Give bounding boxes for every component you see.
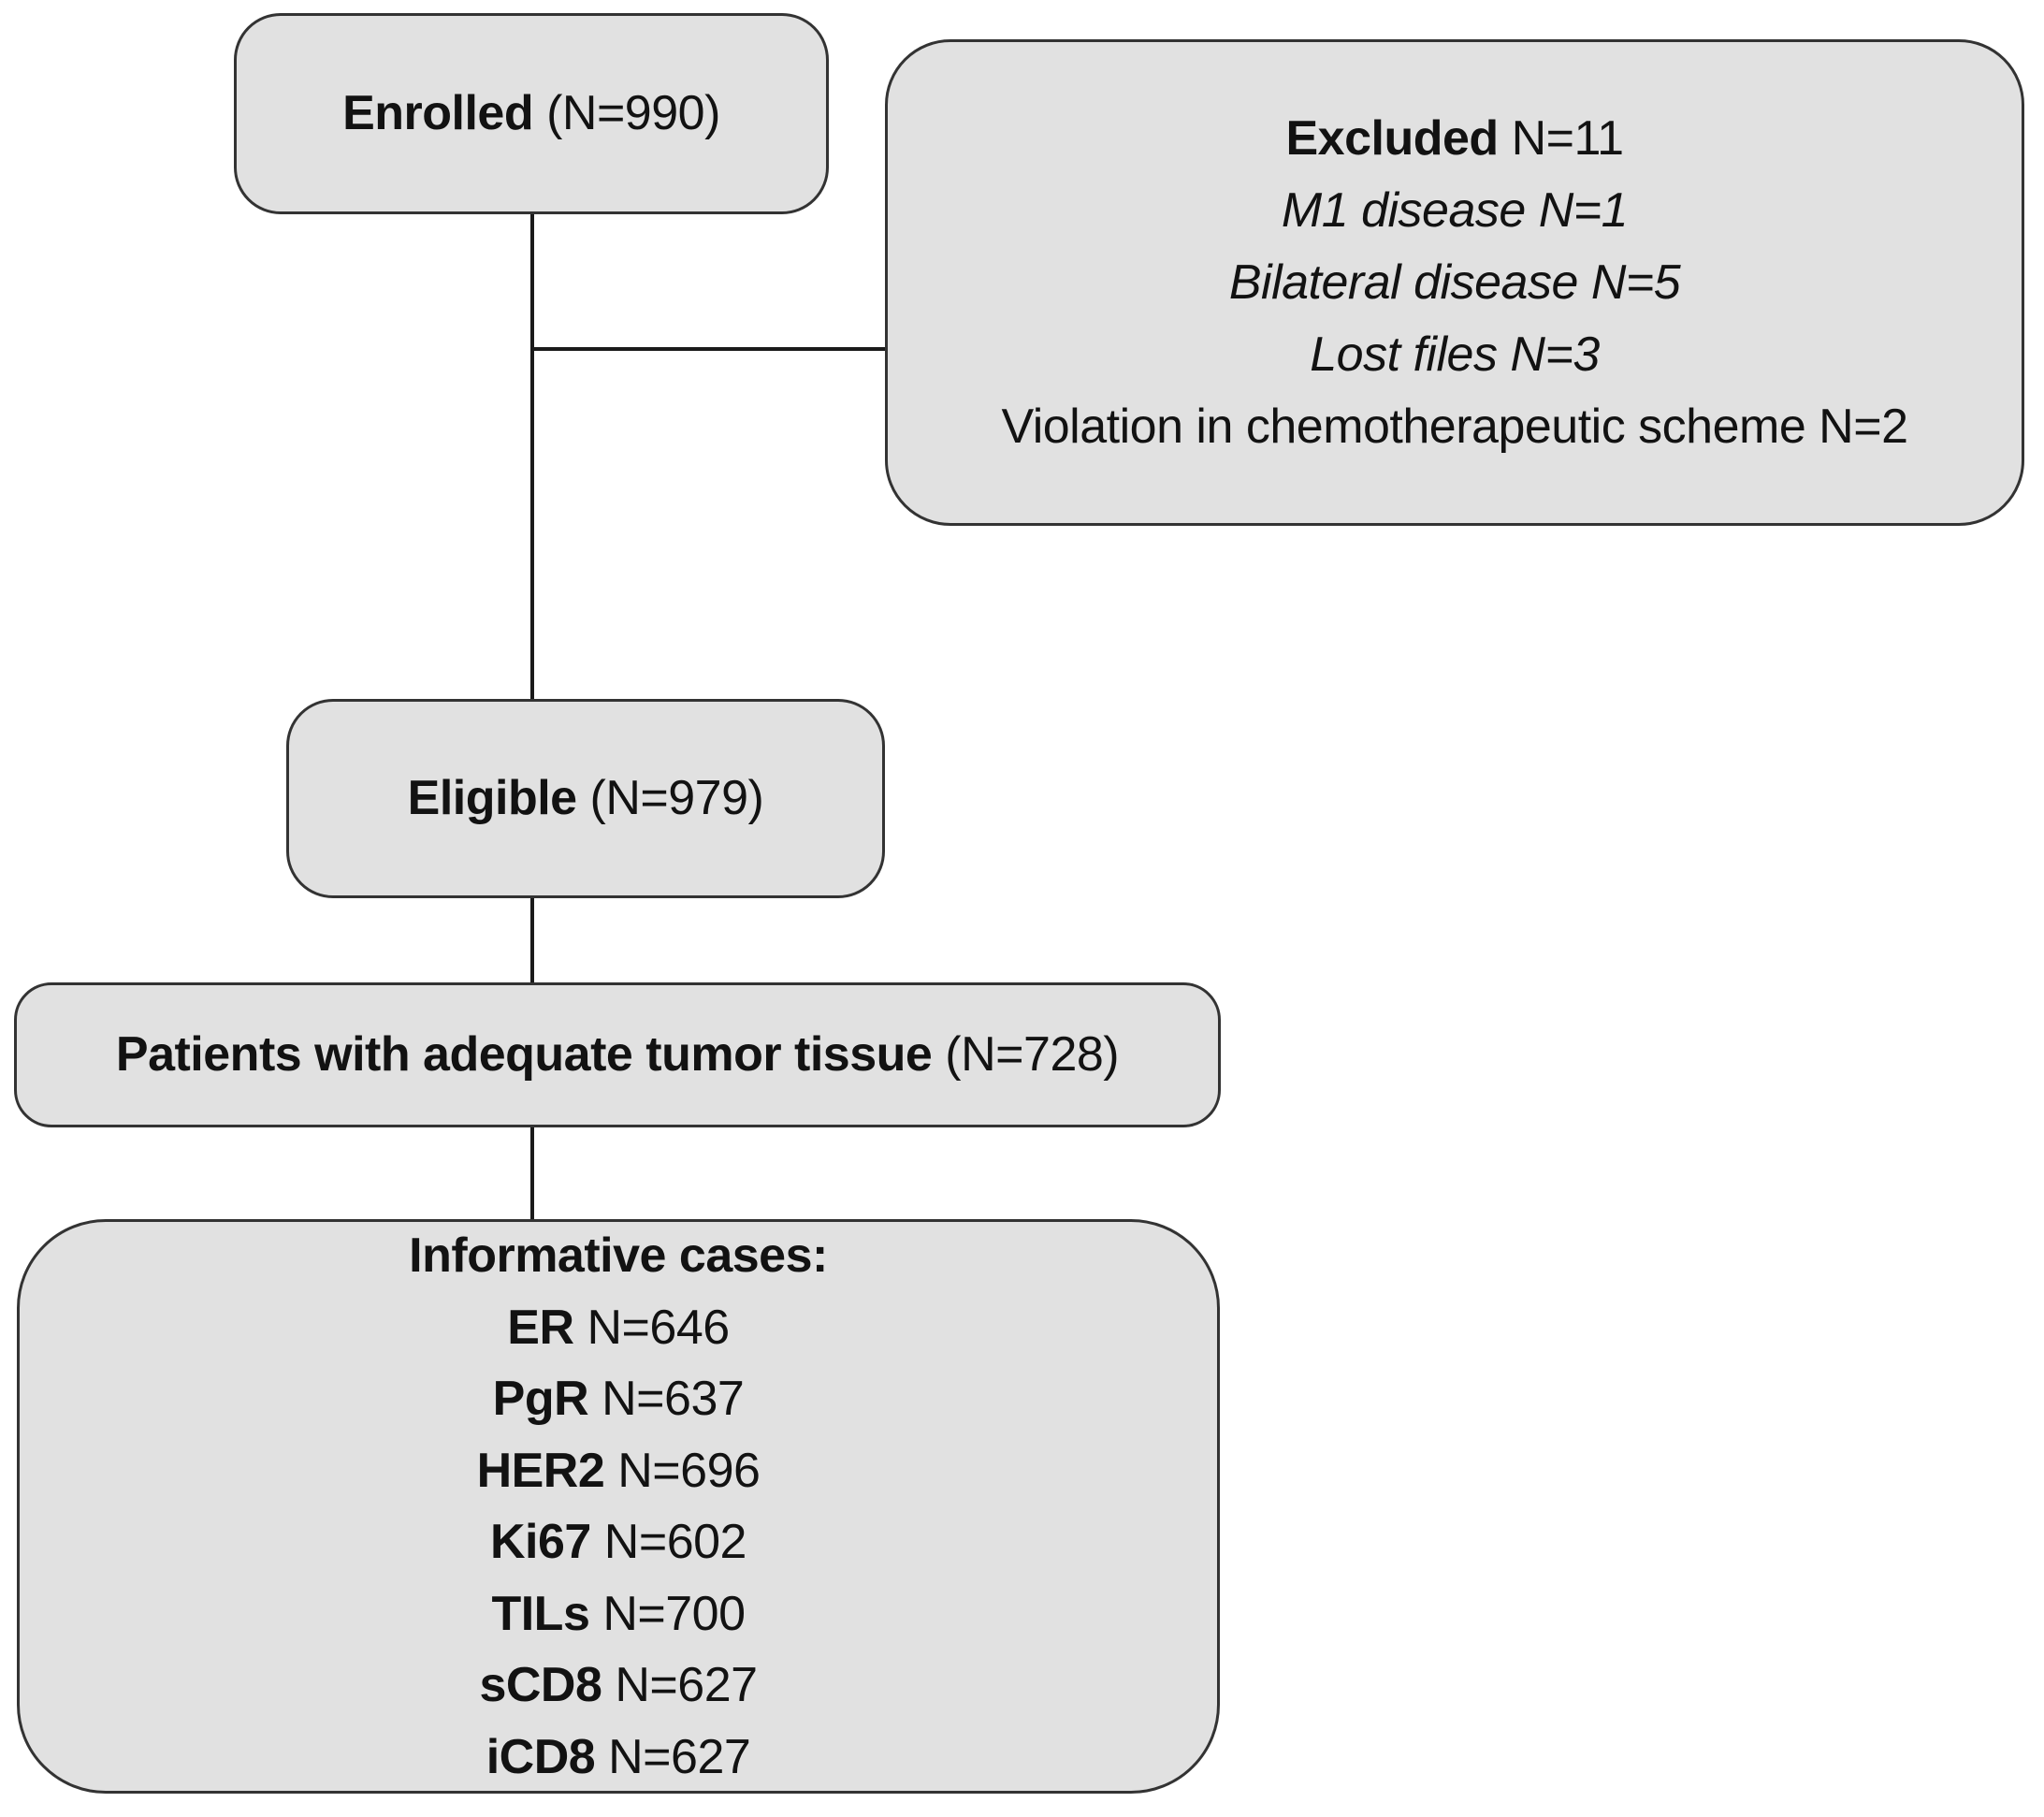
informative-item-scd8-count: N=627: [602, 1658, 758, 1712]
informative-item-ki67-marker: Ki67: [490, 1515, 591, 1569]
connector-eligible-to-adequate: [530, 896, 534, 984]
eligible-box: Eligible (N=979): [286, 699, 885, 898]
informative-item-ki67-count: N=602: [590, 1515, 747, 1569]
informative-item-her2-marker: HER2: [476, 1443, 605, 1498]
informative-item-icd8-marker: iCD8: [486, 1729, 596, 1784]
informative-item-pgr: PgR N=637: [493, 1363, 745, 1435]
informative-item-er-count: N=646: [573, 1300, 730, 1355]
informative-item-pgr-marker: PgR: [492, 1372, 589, 1426]
informative-item-pgr-count: N=637: [588, 1372, 745, 1426]
excluded-title: Excluded N=11: [1285, 103, 1624, 175]
informative-item-ki67: Ki67 N=602: [490, 1506, 747, 1578]
excluded-title-bold: Excluded: [1285, 110, 1499, 166]
informative-item-scd8-marker: sCD8: [479, 1658, 602, 1712]
informative-item-tils-count: N=700: [589, 1586, 746, 1641]
excluded-reason-violation: Violation in chemotherapeutic scheme N=2: [1001, 399, 1908, 454]
enrolled-label-bold: Enrolled: [342, 86, 534, 141]
adequate-tissue-box: Patients with adequate tumor tissue (N=7…: [14, 982, 1221, 1127]
excluded-reason-m1: M1 disease N=1: [1281, 182, 1629, 238]
informative-item-er-marker: ER: [507, 1300, 574, 1355]
informative-cases-box: Informative cases: ER N=646 PgR N=637 HE…: [17, 1219, 1220, 1794]
connector-enrolled-to-eligible: [530, 214, 534, 701]
adequate-tissue-label-count: (N=728): [932, 1027, 1120, 1083]
informative-item-scd8: sCD8 N=627: [479, 1650, 758, 1722]
connector-adequate-to-informative: [530, 1126, 534, 1221]
eligible-label-bold: Eligible: [407, 771, 577, 826]
informative-item-her2: HER2 N=696: [477, 1435, 761, 1507]
informative-item-icd8: iCD8 N=627: [486, 1722, 751, 1794]
informative-item-tils: TILs N=700: [491, 1578, 746, 1650]
enrolled-label-count: (N=990): [533, 86, 720, 141]
informative-item-her2-count: N=696: [604, 1443, 761, 1498]
informative-title: Informative cases:: [409, 1228, 828, 1283]
excluded-reason-lost-files: Lost files N=3: [1310, 327, 1600, 382]
excluded-title-count: N=11: [1498, 110, 1624, 166]
adequate-tissue-label-bold: Patients with adequate tumor tissue: [115, 1027, 933, 1083]
informative-item-icd8-count: N=627: [595, 1729, 751, 1784]
enrolled-box: Enrolled (N=990): [234, 13, 829, 214]
eligible-label-count: (N=979): [576, 771, 764, 826]
adequate-tissue-label: Patients with adequate tumor tissue (N=7…: [115, 1025, 1120, 1083]
informative-item-er: ER N=646: [507, 1292, 730, 1364]
eligible-label: Eligible (N=979): [408, 769, 764, 827]
connector-branch-to-excluded: [532, 347, 885, 351]
informative-item-tils-marker: TILs: [491, 1586, 590, 1641]
excluded-reason-bilateral: Bilateral disease N=5: [1228, 254, 1681, 310]
excluded-box: Excluded N=11 M1 disease N=1 Bilateral d…: [885, 39, 2024, 526]
enrolled-label: Enrolled (N=990): [342, 84, 720, 142]
